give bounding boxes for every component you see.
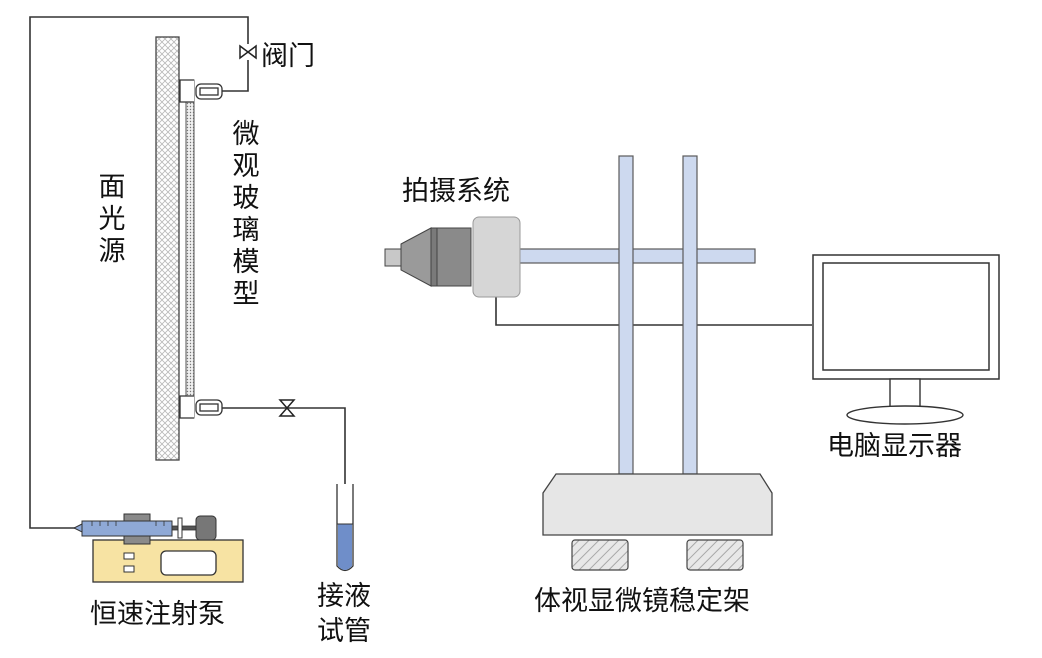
outlet-tube — [212, 407, 346, 500]
stand-crossbar — [517, 248, 756, 264]
top-fitting — [179, 79, 223, 103]
microscope-stand — [517, 155, 773, 571]
stand-base — [542, 473, 773, 536]
top-valve — [239, 44, 257, 60]
syringe-pump — [72, 513, 244, 583]
valve-to-model-tube — [212, 60, 249, 92]
pump-feed-tube — [29, 16, 249, 529]
monitor-foot — [846, 405, 964, 425]
monitor-label: 电脑显示器 — [827, 431, 962, 462]
test-tube-label-line1: 接液 — [317, 581, 371, 612]
camera-body — [472, 216, 521, 298]
computer-monitor — [812, 254, 1000, 425]
monitor-screen — [822, 262, 990, 371]
bottom-valve — [278, 399, 296, 417]
camera-lens-barrel-2 — [436, 227, 472, 287]
stand-rod-right — [682, 155, 698, 475]
stand-foot-left — [571, 539, 629, 571]
camera-lens-cone — [400, 227, 432, 287]
test-tube-label-line2: 试管 — [317, 616, 371, 647]
camera-system — [384, 216, 521, 298]
syringe-plunger-flange — [177, 517, 183, 539]
tubing-lines — [29, 16, 812, 529]
camera-lens-tip — [384, 248, 402, 267]
camera-monitor-cable — [495, 296, 812, 326]
light-source-panel — [155, 36, 180, 461]
syringe-barrel — [81, 520, 173, 537]
microscope-stand-label: 体视显微镜稳定架 — [534, 586, 750, 617]
pump-display — [160, 550, 217, 576]
syringe-pump-label: 恒速注射泵 — [90, 599, 225, 630]
test-tube — [336, 484, 354, 572]
valve-label: 阀门 — [261, 41, 315, 72]
pump-button-2 — [123, 565, 135, 573]
bottom-fitting — [179, 395, 223, 419]
camera-system-label: 拍摄系统 — [402, 176, 510, 207]
test-tube-liquid — [338, 524, 352, 570]
stand-rod-left — [618, 155, 634, 475]
syringe-plunger-rod — [171, 525, 199, 531]
pump-button-1 — [123, 552, 135, 560]
syringe-scale — [91, 521, 165, 526]
camera-lens-barrel-1 — [430, 227, 438, 287]
light-source-label: 面光源 — [99, 172, 126, 267]
glass-model-strip — [185, 79, 195, 419]
pump-pusher — [195, 515, 217, 541]
stand-foot-right — [686, 539, 744, 571]
syringe-nozzle — [72, 523, 83, 533]
monitor-neck — [889, 378, 921, 410]
glass-model-label: 微观玻璃模型 — [233, 119, 260, 310]
